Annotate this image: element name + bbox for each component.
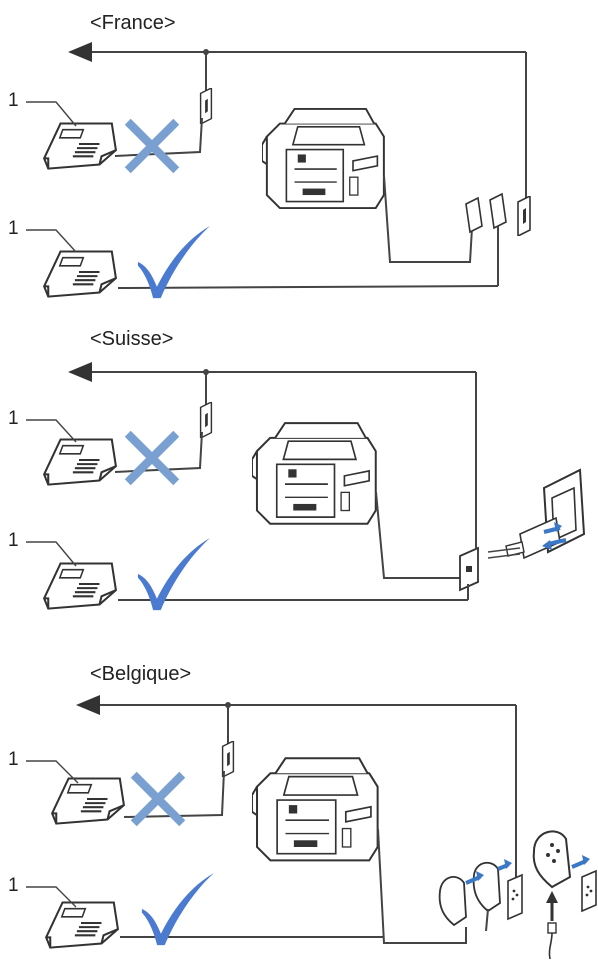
answering-machine — [44, 124, 116, 169]
callout-number: 1 — [8, 408, 19, 430]
check-icon — [142, 873, 214, 945]
section-suisse: <Suisse> 1 1 — [0, 320, 598, 620]
france-plug — [466, 198, 482, 232]
france-plug — [490, 194, 506, 228]
callout-number: 1 — [8, 90, 19, 112]
printer-device — [262, 109, 384, 208]
answering-machine — [52, 779, 124, 824]
wall-socket — [508, 875, 522, 919]
answering-machine — [44, 440, 116, 485]
cross-icon — [128, 122, 177, 171]
belgian-plug — [440, 877, 466, 925]
wall-socket — [518, 196, 530, 236]
swiss-plug — [520, 518, 560, 558]
wall-socket — [582, 871, 596, 911]
answering-machine — [44, 564, 116, 609]
section-belgique: <Belgique> — [0, 655, 598, 960]
wiring-diagram-france — [0, 0, 598, 310]
belgian-plug — [534, 831, 570, 887]
section-france: <France> 1 1 — [0, 0, 598, 310]
belgian-plug — [474, 863, 500, 911]
callout-number: 1 — [8, 749, 19, 771]
answering-machine — [44, 252, 116, 297]
wiring-diagram-suisse — [0, 320, 598, 620]
printer-device — [252, 423, 376, 524]
callout-number: 1 — [8, 875, 19, 897]
cross-icon — [128, 434, 177, 483]
printer-device — [252, 758, 378, 860]
callout-number: 1 — [8, 530, 19, 552]
wiring-diagram-belgique — [0, 655, 598, 960]
answering-machine — [46, 903, 118, 948]
callout-number: 1 — [8, 218, 19, 240]
